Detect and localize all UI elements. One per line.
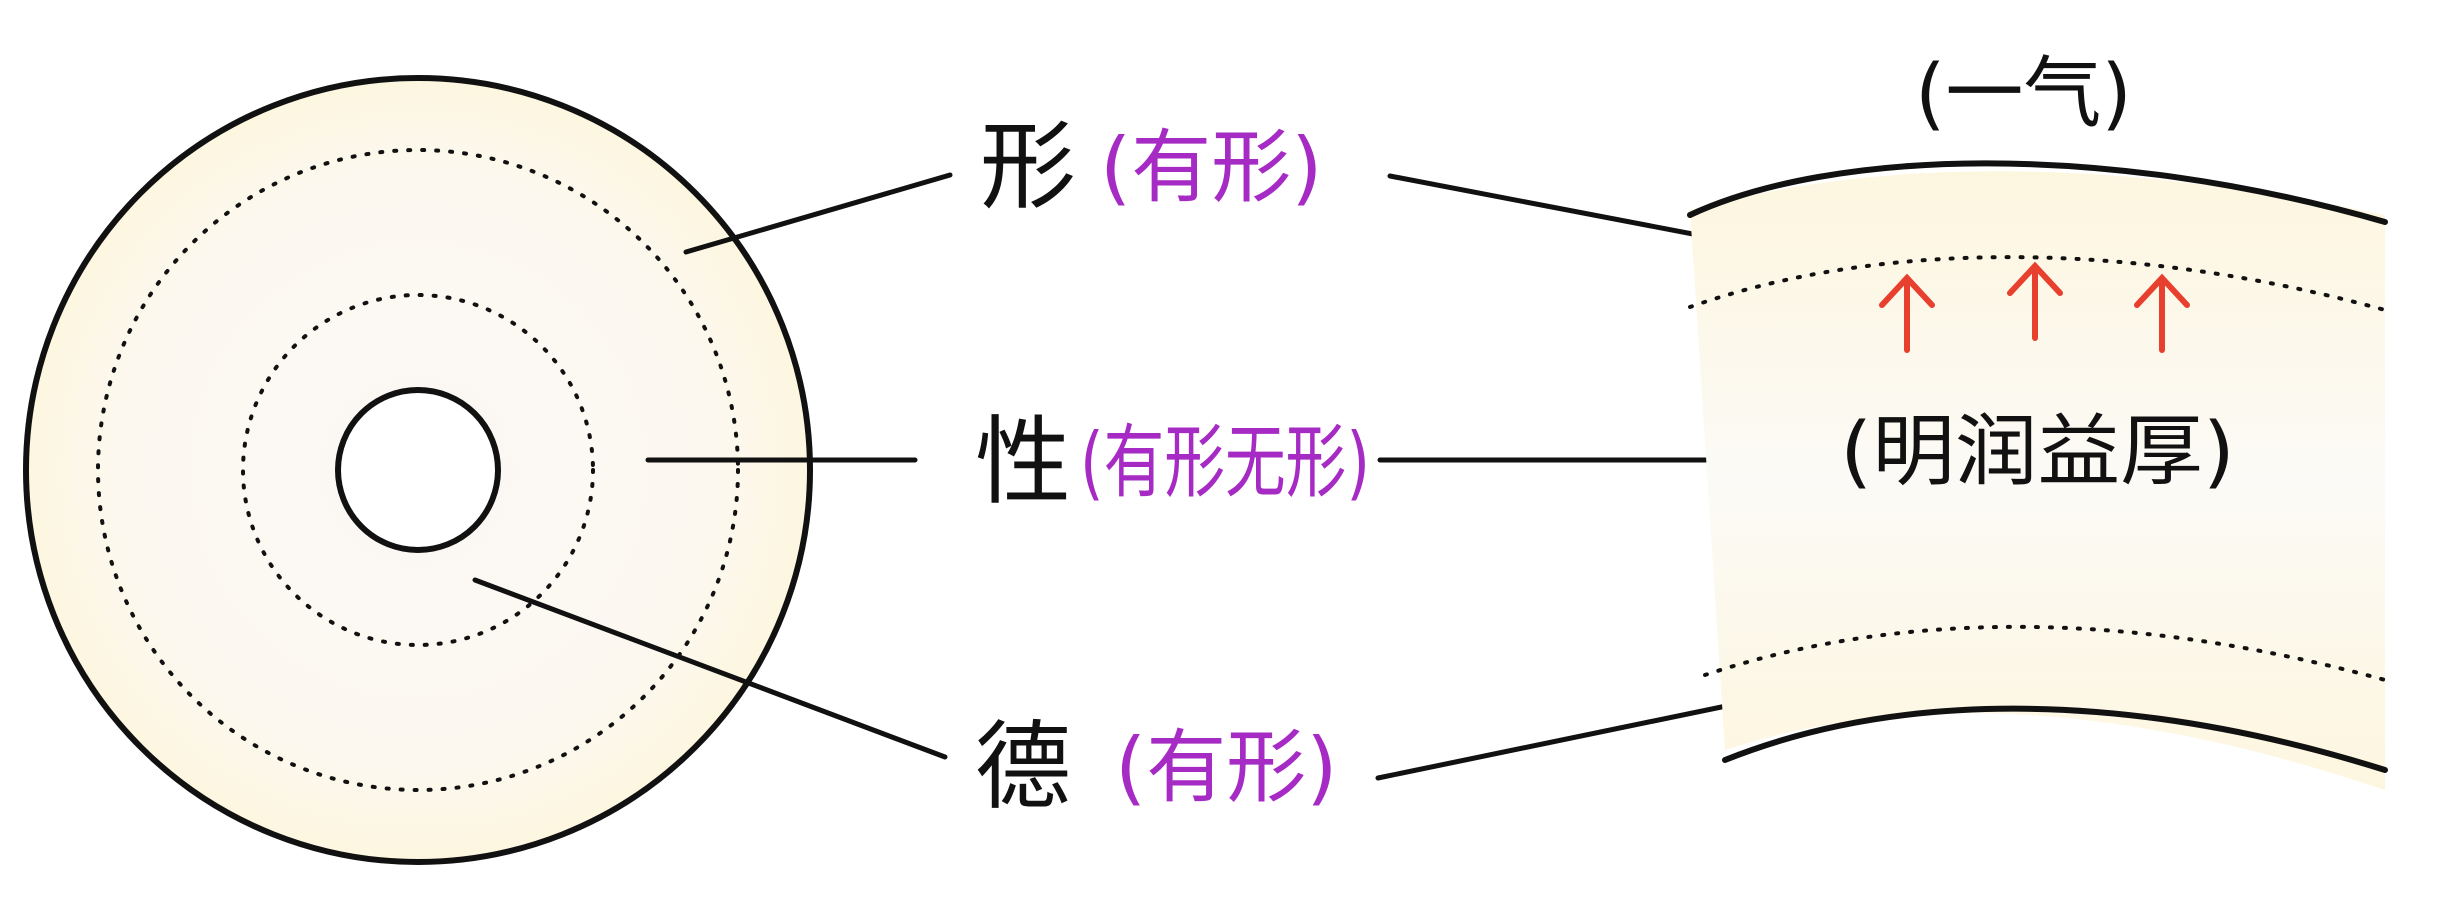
connector-form-right [1387,173,1748,247]
band-fill [1690,171,2385,790]
label-form: 形 (有形) [980,111,1322,223]
label-form-note: (有形) [1100,121,1322,214]
label-one-qi: (一气) [1915,49,2132,139]
label-nature-note: (有形无形) [1080,416,1370,509]
label-nature-main: 性 [975,406,1071,518]
arrow-up-icon [2007,261,2063,341]
label-virtue: 德 (有形) [975,711,1337,823]
label-virtue-note: (有形) [1115,721,1337,814]
concentric-circle-diagram [23,75,813,865]
label-nature: 性 (有形无形) [975,406,1370,518]
arrow-up-icon [1879,273,1935,353]
middle-dotted-ring [96,148,740,792]
connector-lines [472,172,1833,781]
curved-band-panel: (一气) (明润益厚) [1687,49,2388,790]
label-bright-moist: (明润益厚) [1840,407,2235,497]
band-bottom-edge [1722,705,2388,773]
band-top-edge [1687,160,2388,225]
center-circle [335,387,501,553]
upward-arrows [1879,261,2190,353]
inner-dotted-ring [241,293,595,647]
connector-virtue-right [1375,695,1768,781]
connector-form-left [683,172,953,255]
label-form-main: 形 [980,111,1076,223]
connector-virtue-left [472,577,948,760]
arrow-up-icon [2134,273,2190,353]
label-virtue-main: 德 [975,711,1071,823]
band-bottom-dotted [1703,624,2387,682]
